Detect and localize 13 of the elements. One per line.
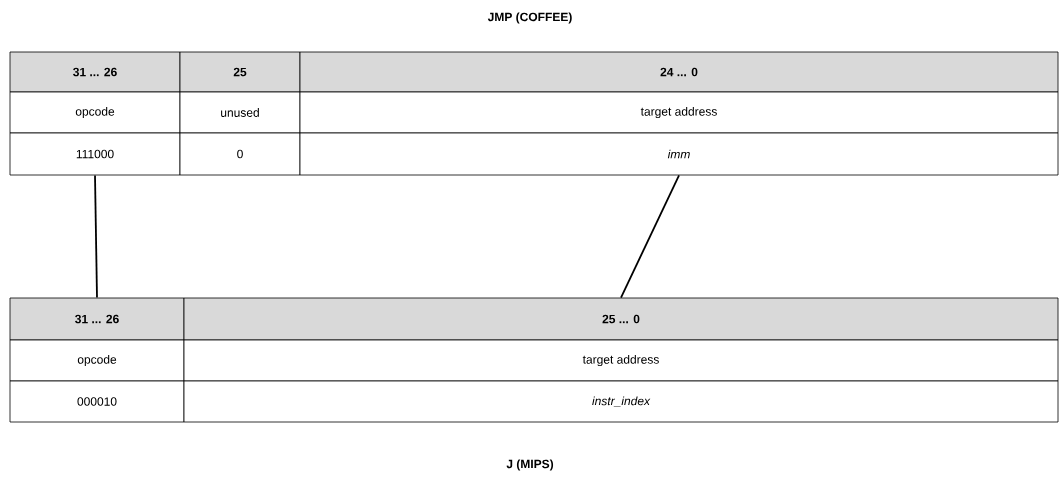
table-cell: unused: [179, 91, 301, 134]
title: JMP (COFFEE): [487, 12, 572, 24]
table-cell: 0: [179, 132, 301, 176]
caption: J (MIPS): [506, 459, 554, 471]
table-cell: 000010: [9, 380, 185, 423]
table-cell: opcode: [9, 91, 181, 134]
connector-line: [620, 174, 680, 299]
table-cell: 111000: [9, 132, 181, 176]
table-cell: opcode: [9, 339, 185, 382]
connector-line: [94, 174, 98, 299]
header-cell: 31 ... 26: [9, 297, 185, 341]
header-cell: 31 ... 26: [9, 51, 181, 93]
header-cell: 25: [179, 51, 301, 93]
